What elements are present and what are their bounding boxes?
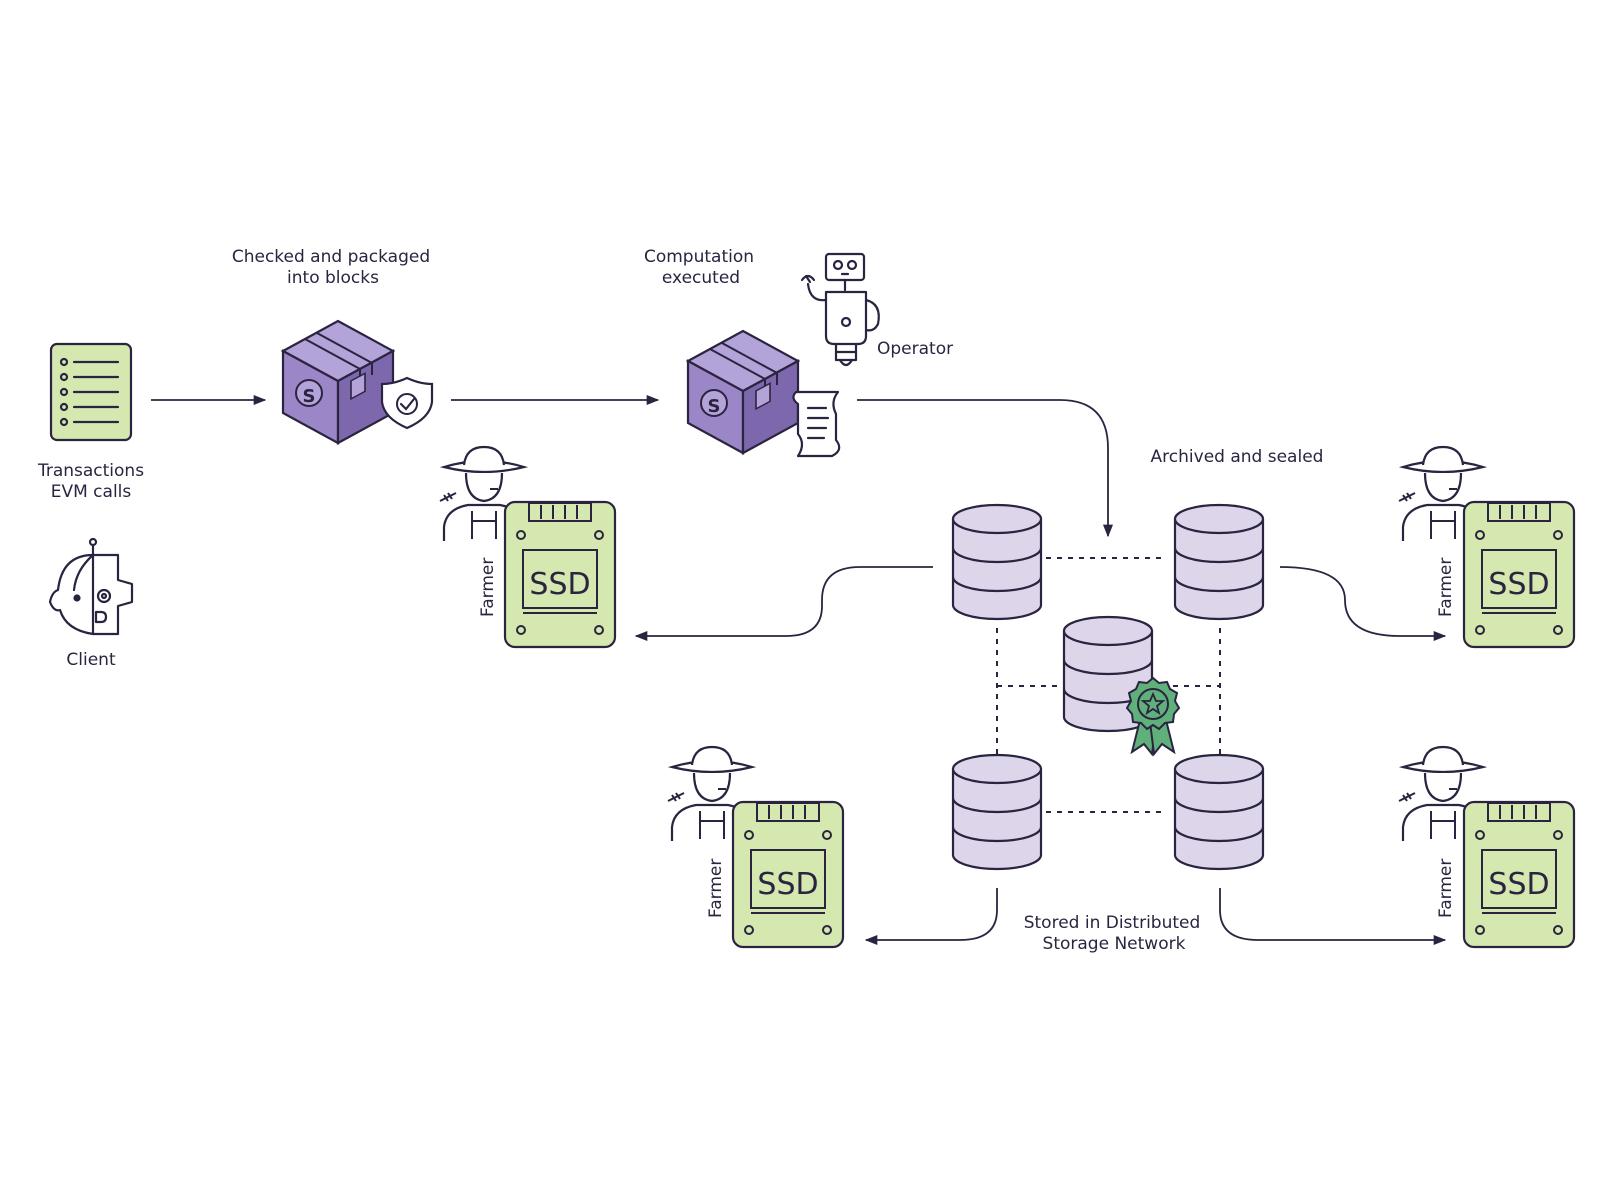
farmer-label: Farmer: [1436, 558, 1456, 617]
database-icon: [1173, 753, 1265, 871]
ssd-label: SSD: [1488, 567, 1549, 602]
stored-label: Stored in Distributed: [1024, 913, 1201, 933]
ssd-label: SSD: [1488, 867, 1549, 902]
arrow-to-archive: [857, 399, 1114, 538]
block-box-icon: S: [281, 319, 395, 445]
database-icon: [951, 503, 1043, 621]
archived-label: Archived and sealed: [1151, 447, 1324, 467]
farmer-label: Farmer: [706, 859, 726, 918]
robot-operator-icon: [800, 252, 880, 367]
ssd-icon: SSD: [731, 800, 845, 949]
arrow-to-farmer-top-right: [1279, 566, 1447, 642]
shield-check-icon: [380, 376, 434, 430]
farmer-label: Farmer: [478, 558, 498, 617]
client-label: Client: [66, 650, 116, 670]
ssd-icon: SSD: [1462, 800, 1576, 949]
farmer-label: Farmer: [1436, 859, 1456, 918]
svg-text:S: S: [303, 386, 316, 407]
database-icon: [1173, 503, 1265, 621]
storage-network-label: Storage Network: [1043, 934, 1186, 954]
arrow-to-farmer-top-left: [634, 566, 933, 642]
award-badge-icon: [1125, 676, 1181, 757]
into-blocks-label: into blocks: [287, 268, 379, 288]
scroll-icon: [792, 390, 841, 458]
arrow-to-farmer-bottom-left: [864, 888, 998, 946]
executed-label: executed: [662, 268, 740, 288]
client-icon: [48, 537, 134, 636]
document-icon: [49, 342, 133, 442]
evm-calls-label: EVM calls: [51, 482, 132, 502]
arrow-to-farmer-bottom-right: [1219, 888, 1447, 946]
operator-label: Operator: [877, 339, 953, 359]
block-box-icon: S: [686, 329, 800, 455]
ssd-icon: SSD: [1462, 500, 1576, 649]
ssd-label: SSD: [757, 867, 818, 902]
ssd-icon: SSD: [503, 500, 617, 649]
checked-label: Checked and packaged: [232, 247, 430, 267]
database-icon: [951, 753, 1043, 871]
ssd-label: SSD: [529, 567, 590, 602]
svg-text:S: S: [708, 396, 721, 417]
transactions-label: Transactions: [37, 461, 144, 481]
computation-label: Computation: [644, 247, 754, 267]
